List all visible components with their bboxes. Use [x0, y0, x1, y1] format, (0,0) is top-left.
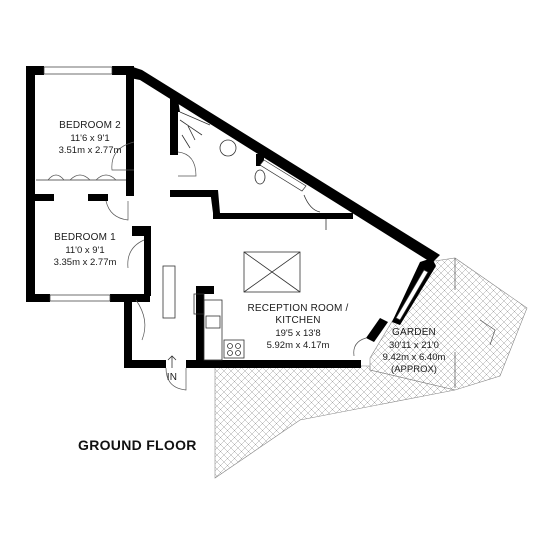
garden-area [369, 257, 528, 391]
walls [26, 66, 440, 368]
bedroom-1-name: BEDROOM 1 [54, 232, 116, 243]
bedroom-2-metric: 3.51m x 2.77m [59, 145, 122, 156]
reception-metric: 5.92m x 4.17m [267, 340, 330, 351]
windows [43, 66, 429, 321]
garden-note: (APPROX) [391, 364, 437, 375]
bedroom-1-metric: 3.35m x 2.77m [54, 257, 117, 268]
garden-imperial: 30'11 x 21'0 [389, 340, 439, 351]
fittings [36, 111, 367, 391]
reception-name-line2: KITCHEN [275, 315, 320, 326]
bedroom-1-imperial: 11'0 x 9'1 [65, 245, 104, 256]
floor-title: GROUND FLOOR [78, 437, 197, 453]
bedroom-2-imperial: 11'6 x 9'1 [70, 133, 109, 144]
garden-name: GARDEN [392, 327, 436, 338]
garden-fence-detail [454, 258, 496, 388]
reception-name-line1: RECEPTION ROOM / [248, 303, 349, 314]
bedroom-2-name: BEDROOM 2 [59, 120, 121, 131]
entrance-label: IN [167, 372, 177, 383]
room-labels: BEDROOM 2 11'6 x 9'1 3.51m x 2.77m BEDRO… [54, 120, 446, 453]
garden-metric: 9.42m x 6.40m [383, 352, 446, 363]
reception-imperial: 19'5 x 13'8 [275, 328, 320, 339]
patio-area [214, 364, 456, 479]
